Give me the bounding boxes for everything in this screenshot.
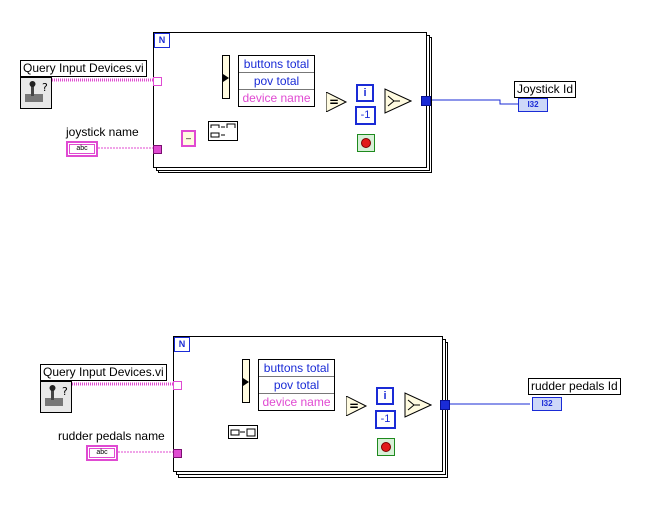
svg-text:?: ?	[62, 385, 68, 398]
int-wire-out-1	[428, 99, 518, 105]
stop-icon-2[interactable]	[377, 438, 395, 456]
loop-tag-1: N	[154, 33, 170, 48]
unbundle-field-buttons-total-2[interactable]: buttons total	[259, 360, 334, 377]
string-tunnel-1	[153, 145, 162, 154]
query-input-devices-vi-icon[interactable]: ?	[20, 77, 52, 109]
stop-icon[interactable]	[357, 134, 375, 152]
subvi-label-1: Query Input Devices.vi	[20, 60, 147, 77]
iteration-terminal-1[interactable]: i	[356, 84, 374, 102]
rudder-pedals-name-label: rudder pedals name	[58, 429, 165, 443]
loop-tag-2: N	[174, 337, 190, 352]
unbundle-handle-2	[242, 359, 250, 403]
rudder-pedals-id-indicator[interactable]: I32	[532, 397, 562, 411]
svg-text:=: =	[349, 399, 359, 413]
flatten-icon[interactable]	[208, 128, 238, 141]
array-tunnel-2	[173, 381, 182, 390]
select-icon-2[interactable]	[404, 392, 433, 423]
array-tunnel-1	[153, 77, 162, 86]
subvi-label-2: Query Input Devices.vi	[40, 364, 167, 381]
rudder-pedals-name-control[interactable]: abc	[86, 445, 118, 461]
unbundle-field-pov-total[interactable]: pov total	[239, 73, 314, 90]
constant-minus-one-1[interactable]: -1	[355, 106, 376, 125]
rudder-pedals-id-label: rudder pedals Id	[528, 378, 621, 395]
unbundle-field-device-name-2[interactable]: device name	[262, 395, 331, 409]
joystick-id-label: Joystick Id	[514, 81, 577, 98]
joystick-id-indicator[interactable]: I32	[518, 98, 548, 112]
iteration-terminal-2[interactable]: i	[376, 387, 394, 405]
flatten-icon-2[interactable]	[228, 425, 258, 439]
query-input-devices-vi-icon-2[interactable]: ?	[40, 381, 72, 413]
unbundle-by-name-1[interactable]: buttons total pov total device name	[238, 55, 315, 107]
int-tunnel-2	[440, 400, 450, 410]
unbundle-field-buttons-total[interactable]: buttons total	[239, 56, 314, 73]
unbundle-by-name-2[interactable]: buttons total pov total device name	[258, 359, 335, 411]
unbundle-handle-1	[222, 55, 230, 99]
constant-minus-one-2[interactable]: -1	[375, 410, 396, 429]
equal-icon[interactable]: =	[325, 91, 348, 117]
unbundle-field-device-name[interactable]: device name	[242, 91, 311, 105]
joystick-name-control[interactable]: abc	[66, 141, 98, 157]
equal-icon-2[interactable]: =	[345, 395, 368, 421]
string-tunnel-2	[173, 449, 182, 458]
svg-text:=: =	[329, 95, 339, 109]
select-icon[interactable]	[384, 88, 413, 119]
joystick-name-label: joystick name	[66, 125, 139, 139]
int-tunnel-1	[421, 96, 431, 106]
unbundle-field-pov-total-2[interactable]: pov total	[259, 377, 334, 394]
empty-string-constant-1[interactable]: –	[181, 130, 196, 147]
svg-text:?: ?	[42, 81, 48, 94]
